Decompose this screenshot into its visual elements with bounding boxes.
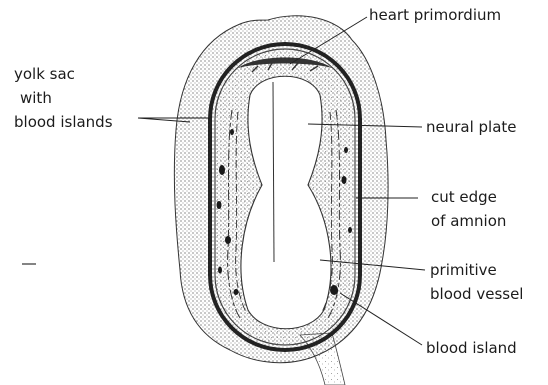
neural-plate [241,76,331,329]
label-heart-primordium: heart primordium [369,6,501,25]
label-cut-edge-line1: cut edge [431,188,497,207]
label-yolk-sac-line3: blood islands [14,113,113,132]
label-yolk-sac-line1: yolk sac [14,65,75,84]
label-blood-island: blood island [426,339,517,358]
label-yolk-sac-line2: with [20,89,52,108]
label-primitive-vessel-line2: blood vessel [430,285,523,304]
label-primitive-vessel-line1: primitive [430,261,497,280]
label-neural-plate: neural plate [426,118,517,137]
label-cut-edge-line2: of amnion [431,212,506,231]
